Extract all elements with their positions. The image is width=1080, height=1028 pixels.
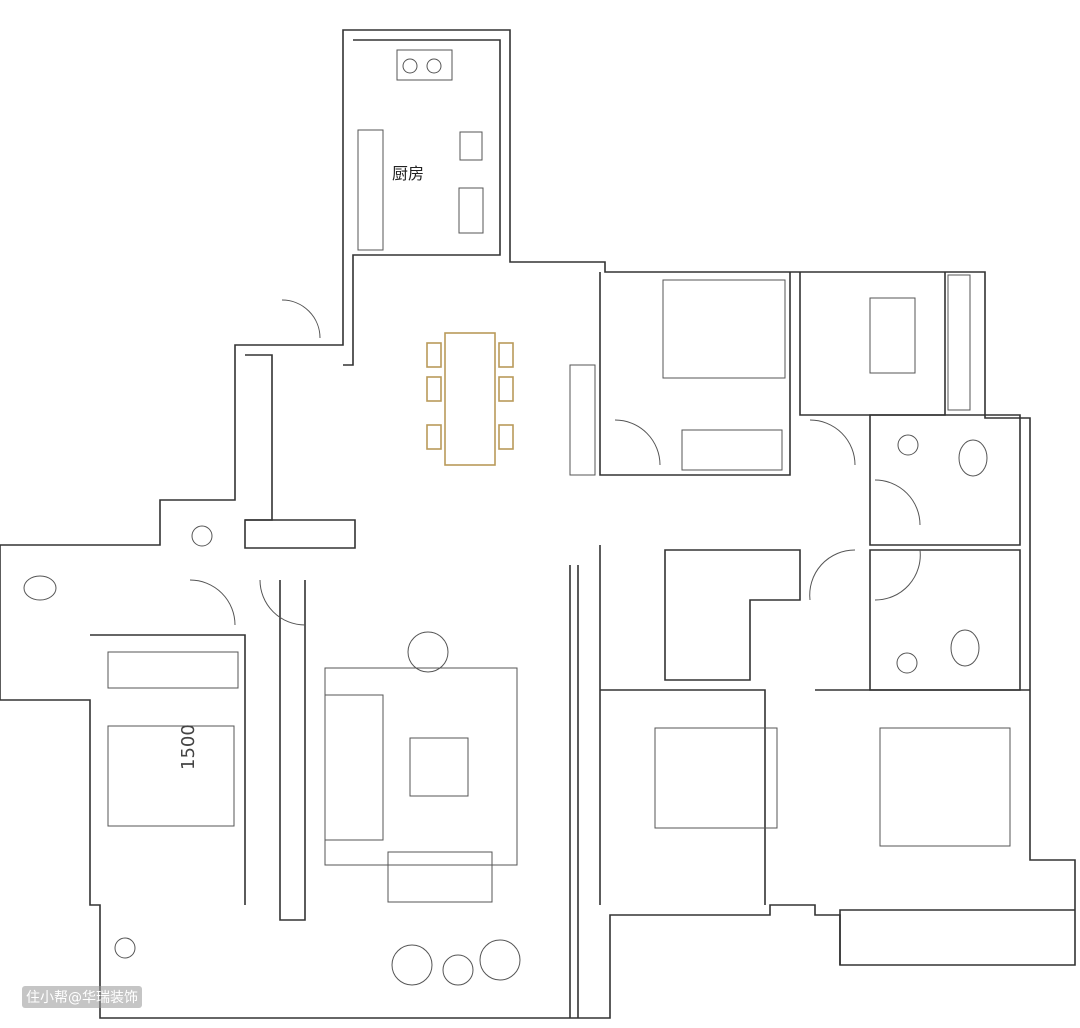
wardrobes [107,274,971,689]
beds [107,279,1011,847]
dining-set [426,332,514,466]
watermark: 住小帮@华瑞装饰 [22,986,142,1008]
kitchen-label: 厨房 [392,164,425,183]
living-furniture [324,631,521,986]
doors [189,299,921,626]
bed-dimension-label: 1500 [178,724,199,770]
bath-fixtures [23,434,988,959]
walls [0,29,1076,1019]
kitchen-fixtures [357,49,484,251]
